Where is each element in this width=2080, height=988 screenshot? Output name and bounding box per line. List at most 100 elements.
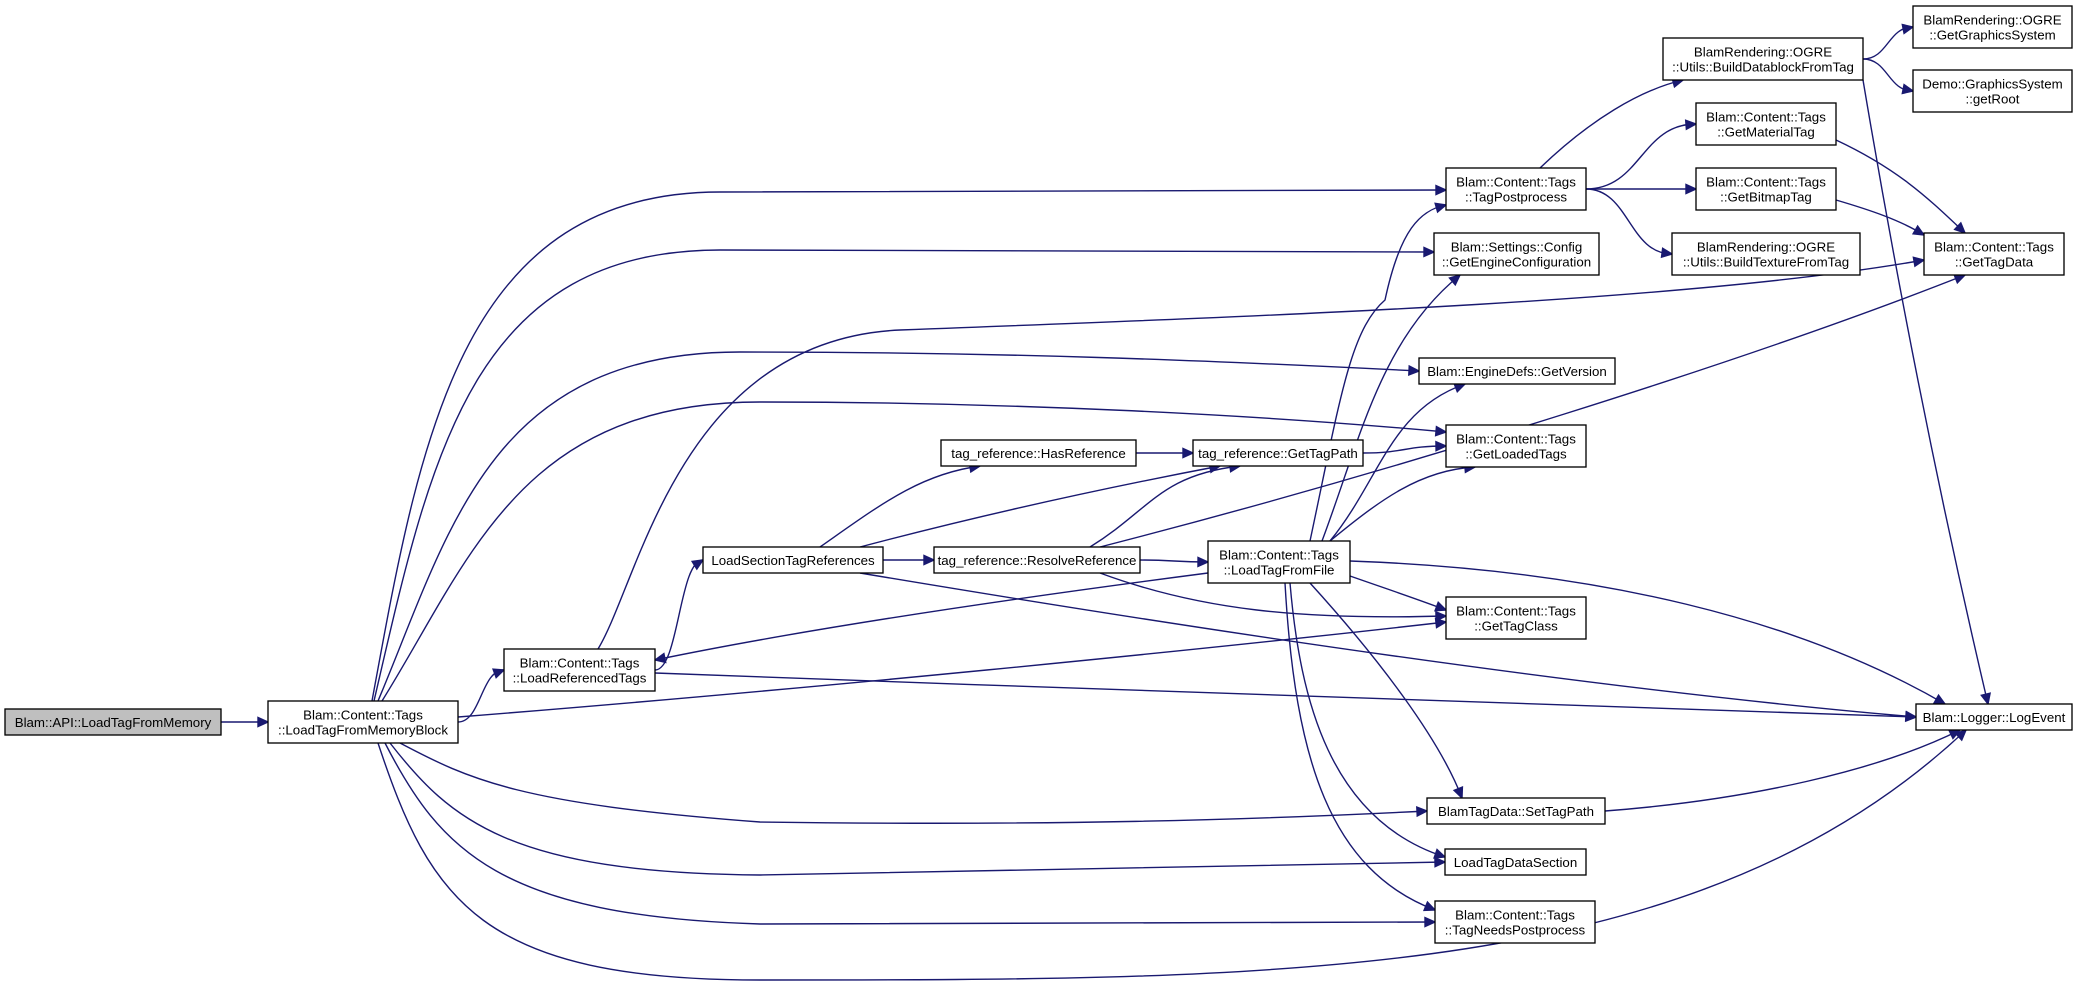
node-box [1923, 232, 2065, 276]
edge-line [1099, 572, 1447, 618]
node-label: ::LoadReferencedTags [513, 671, 647, 686]
edge-line [377, 351, 1420, 702]
edge-line [1362, 445, 1447, 454]
arrowhead-icon [1416, 805, 1429, 818]
node-load-from-memory[interactable]: Blam::API::LoadTagFromMemory [4, 708, 222, 736]
node-label: ::GetTagData [1955, 255, 2034, 270]
node-resolve-reference[interactable]: tag_reference::ResolveReference [933, 546, 1141, 574]
node-box [1912, 5, 2073, 49]
node-get-tag-class[interactable]: Blam::Content::Tags::GetTagClass [1445, 596, 1587, 640]
node-get-loaded-tags[interactable]: Blam::Content::Tags::GetLoadedTags [1445, 424, 1587, 468]
edge-line [1329, 383, 1466, 542]
edge-get-bitmap-tag-to-get-tag-data [1835, 199, 1926, 236]
node-load-section-tag-references[interactable]: LoadSectionTagReferences [702, 546, 884, 574]
node-get-bitmap-tag[interactable]: Blam::Content::Tags::GetBitmapTag [1695, 167, 1837, 211]
edge-line [1585, 123, 1697, 190]
arrowhead-icon [1435, 184, 1448, 196]
node-load-tag-from-file[interactable]: Blam::Content::Tags::LoadTagFromFile [1207, 540, 1351, 584]
node-label: LoadTagDataSection [1454, 855, 1577, 870]
edge-tag-postprocess-to-get-bitmap-tag [1585, 183, 1698, 195]
edge-get-tag-path-to-get-loaded-tags [1362, 440, 1448, 454]
node-box [702, 546, 884, 574]
edge-load-tag-from-file-to-load-tag-data-section [1289, 582, 1447, 859]
node-load-tag-data-section[interactable]: LoadTagDataSection [1444, 848, 1587, 876]
node-get-graphics-system[interactable]: BlamRendering::OGRE::GetGraphicsSystem [1912, 5, 2073, 49]
node-box [267, 700, 459, 744]
arrowhead-icon [1182, 447, 1195, 459]
node-set-tag-path[interactable]: BlamTagData::SetTagPath [1426, 797, 1606, 825]
arrowhead-icon [1435, 440, 1448, 452]
node-label: Blam::Content::Tags [1706, 110, 1826, 125]
edge-line [859, 572, 1917, 718]
edge-load-tag-from-file-to-get-engine-configuration [1321, 273, 1462, 542]
edge-resolve-reference-to-get-tag-path [1089, 461, 1242, 548]
node-get-tag-path[interactable]: tag_reference::GetTagPath [1192, 439, 1364, 467]
edge-tag-postprocess-to-get-material-tag [1585, 119, 1698, 190]
node-get-tag-data[interactable]: Blam::Content::Tags::GetTagData [1923, 232, 2065, 276]
arrowhead-icon [1424, 916, 1437, 928]
node-label: ::LoadTagFromFile [1224, 563, 1335, 578]
node-get-engine-configuration[interactable]: Blam::Settings::Config::GetEngineConfigu… [1433, 232, 1600, 276]
edge-line [1604, 729, 1961, 812]
node-box [1444, 848, 1587, 876]
arrowhead-icon [1901, 83, 1915, 95]
node-get-root[interactable]: Demo::GraphicsSystem::getRoot [1912, 69, 2073, 113]
arrowhead-icon [492, 668, 506, 679]
arrowhead-icon [1435, 610, 1448, 622]
edge-line [859, 465, 1221, 548]
edge-load-section-tag-references-to-has-reference [819, 462, 982, 548]
edge-load-from-memory-block-to-load-tag-data-section [389, 742, 1447, 876]
arrowhead-icon [1901, 23, 1915, 35]
node-load-referenced-tags[interactable]: Blam::Content::Tags::LoadReferencedTags [503, 648, 656, 692]
arrowhead-icon [1197, 556, 1210, 568]
node-log-event[interactable]: Blam::Logger::LogEvent [1915, 703, 2073, 731]
edge-load-tag-from-file-to-get-version [1329, 382, 1467, 542]
arrowhead-icon [1660, 247, 1674, 259]
node-label: ::GetMaterialTag [1717, 125, 1815, 140]
edge-load-referenced-tags-to-log-event [654, 672, 1918, 723]
edge-line [373, 249, 1435, 702]
edge-set-tag-path-to-log-event [1604, 729, 1962, 812]
arrowhead-icon [690, 559, 705, 571]
node-label: Demo::GraphicsSystem [1922, 77, 2062, 92]
edge-build-datablock-to-log-event [1862, 79, 1991, 706]
edge-load-tag-from-file-to-set-tag-path [1309, 582, 1464, 800]
arrowhead-icon [653, 652, 667, 664]
node-get-material-tag[interactable]: Blam::Content::Tags::GetMaterialTag [1695, 102, 1837, 146]
arrowhead-icon [1423, 246, 1436, 258]
node-box [1192, 439, 1364, 467]
node-label: Blam::Content::Tags [1456, 432, 1576, 447]
edge-line [1099, 274, 1966, 548]
node-has-reference[interactable]: tag_reference::HasReference [940, 439, 1137, 467]
arrowhead-icon [1434, 600, 1448, 612]
node-box [1445, 596, 1587, 640]
node-box [1671, 232, 1861, 276]
node-label: BlamRendering::OGRE [1697, 240, 1835, 255]
arrowhead-icon [1954, 728, 1968, 742]
edge-line [1309, 582, 1463, 799]
node-get-version[interactable]: Blam::EngineDefs::GetVersion [1418, 357, 1616, 385]
edge-line [1329, 466, 1476, 542]
arrowhead-icon [1912, 256, 1926, 268]
node-build-texture[interactable]: BlamRendering::OGRE::Utils::BuildTexture… [1671, 232, 1861, 276]
arrowhead-icon [257, 716, 270, 728]
node-build-datablock[interactable]: BlamRendering::OGRE::Utils::BuildDatablo… [1662, 37, 1864, 81]
node-load-from-memory-block[interactable]: Blam::Content::Tags::LoadTagFromMemoryBl… [267, 700, 459, 744]
edge-load-tag-from-file-to-get-tag-class [1349, 575, 1448, 612]
edge-line [377, 729, 1967, 981]
node-tag-postprocess[interactable]: Blam::Content::Tags::TagPostprocess [1445, 167, 1587, 211]
arrowhead-icon [1904, 710, 1918, 722]
arrowhead-icon [1434, 856, 1447, 868]
edge-resolve-reference-to-load-tag-from-file [1139, 556, 1210, 568]
edge-has-reference-to-get-tag-path [1136, 447, 1195, 459]
edge-load-referenced-tags-to-get-tag-data [597, 256, 1926, 650]
arrowhead-icon [1685, 183, 1698, 195]
arrowhead-icon [1408, 364, 1421, 377]
node-label: ::GetGraphicsSystem [1929, 28, 2055, 43]
node-tag-needs-postprocess[interactable]: Blam::Content::Tags::TagNeedsPostprocess [1434, 900, 1596, 944]
edge-load-from-memory-block-to-log-event [377, 728, 1968, 981]
arrowhead-icon [1448, 273, 1462, 287]
edge-load-from-memory-block-to-tag-postprocess [371, 184, 1448, 702]
